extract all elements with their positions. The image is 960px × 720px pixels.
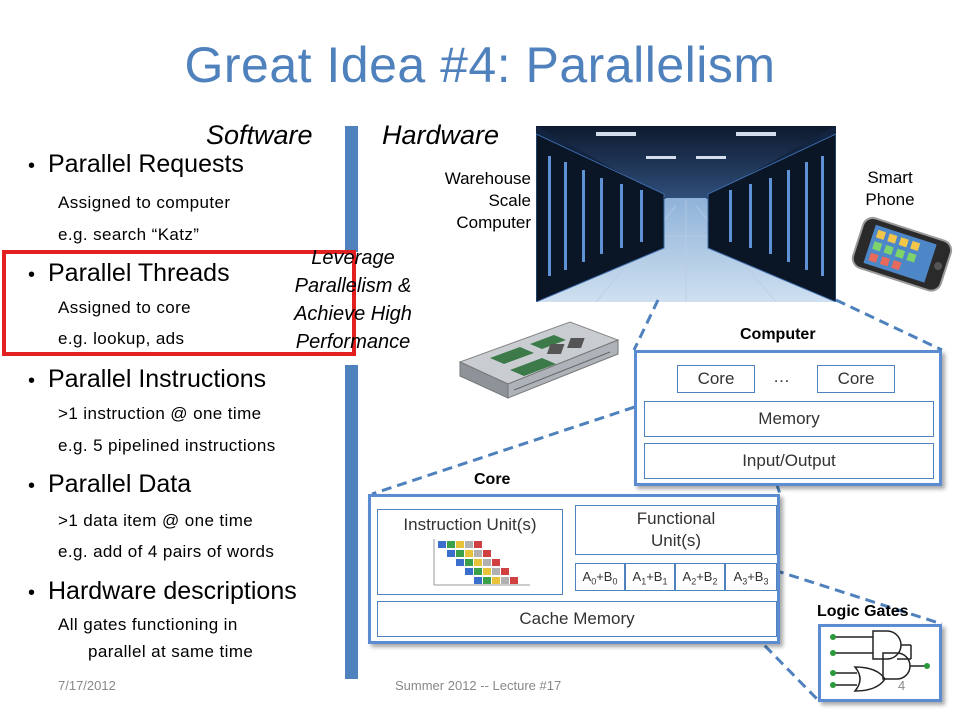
computer-title: Computer	[740, 326, 816, 343]
datacenter-image	[536, 126, 836, 302]
warehouse-label-line: Computer	[456, 213, 531, 232]
logic-gates-panel	[818, 624, 942, 702]
bullet-dot: •	[28, 370, 36, 392]
highlight-box	[2, 250, 356, 356]
functional-unit-box: Functional Unit(s)	[575, 505, 777, 555]
instruction-unit-label: Instruction Unit(s)	[403, 515, 537, 534]
adder-3: A3+B3	[725, 563, 777, 591]
adder-0: A0+B0	[575, 563, 625, 591]
leverage-caption: Leverage Parallelism & Achieve High Perf…	[270, 244, 436, 356]
leverage-line: Parallelism &	[294, 275, 412, 297]
server-image	[458, 321, 620, 399]
bullet-label: Parallel Instructions	[48, 365, 267, 393]
bullet-parallel-requests: • Parallel Requests	[28, 150, 244, 179]
logic-gates-title: Logic Gates	[817, 603, 909, 620]
functional-unit-label: Unit(s)	[650, 531, 702, 550]
smartphone-image	[851, 216, 953, 292]
functional-unit-label: Functional	[636, 509, 716, 528]
bullet-sub-text: >1 data item @ one time	[58, 511, 254, 530]
bullet-sub-text: Assigned to core	[58, 298, 192, 317]
bullet-sub-text: >1 instruction @ one time	[58, 404, 262, 423]
io-box: Input/Output	[644, 443, 934, 479]
instruction-unit-box: Instruction Unit(s)	[377, 509, 563, 595]
bullet-sub-text: e.g. add of 4 pairs of words	[58, 542, 275, 561]
bullet-dot: •	[28, 264, 36, 286]
bullet-sub-text: parallel at same time	[88, 642, 254, 661]
bullet-parallel-data: • Parallel Data	[28, 470, 191, 499]
bullet-dot: •	[28, 475, 36, 497]
bullet-sub-text: e.g. lookup, ads	[58, 329, 185, 348]
warehouse-label-line: Warehouse	[444, 169, 531, 188]
bullet-label: Parallel Requests	[48, 150, 244, 178]
core-ellipsis: …	[773, 367, 790, 386]
bullet-label: Parallel Data	[48, 470, 192, 498]
smartphone-label-line: Phone	[865, 190, 915, 209]
adder-2: A2+B2	[675, 563, 725, 591]
bullet-parallel-instructions: • Parallel Instructions	[28, 365, 266, 394]
separator-bar-top	[345, 126, 358, 252]
leverage-line: Performance	[295, 331, 411, 353]
separator-bar-bottom	[345, 365, 358, 679]
core-panel: Instruction Unit(s) Functional Unit(s) A…	[368, 494, 780, 644]
bullet-dot: •	[28, 155, 36, 177]
logic-gates-diagram	[830, 630, 930, 692]
smartphone-label-line: Smart	[867, 168, 913, 187]
smartphone-label: Smart Phone	[850, 167, 930, 211]
footer-date: 7/17/2012	[58, 678, 116, 693]
bullet-hardware-descriptions: • Hardware descriptions	[28, 577, 297, 606]
bullet-label: Hardware descriptions	[48, 577, 297, 605]
bullet-parallel-threads: • Parallel Threads	[28, 259, 230, 288]
computer-panel: Core … Core Memory Input/Output	[634, 350, 942, 486]
bullet-sub-text: Assigned to computer	[58, 193, 231, 212]
core-title: Core	[474, 471, 511, 488]
bullet-label: Parallel Threads	[48, 259, 230, 287]
bullet-sub-text: e.g. search “Katz”	[58, 225, 200, 244]
footer-course: Summer 2012 -- Lecture #17	[395, 678, 562, 693]
footer-page-number: 4	[898, 678, 906, 693]
core-box-2: Core	[817, 365, 895, 393]
bullet-dot: •	[28, 582, 36, 604]
bullet-sub-text: All gates functioning in	[58, 615, 238, 634]
software-heading: Software	[206, 120, 313, 150]
pipeline-diagram	[433, 539, 530, 586]
bullet-sub-text: e.g. 5 pipelined instructions	[58, 436, 276, 455]
memory-box: Memory	[644, 401, 934, 437]
adder-1: A1+B1	[625, 563, 675, 591]
leverage-line: Achieve High	[294, 303, 412, 325]
leverage-line: Leverage	[311, 247, 395, 269]
core-box-1: Core	[677, 365, 755, 393]
hardware-heading: Hardware	[382, 120, 500, 150]
slide-title: Great Idea #4: Parallelism	[184, 37, 776, 93]
cache-memory-box: Cache Memory	[377, 601, 777, 637]
warehouse-label: Warehouse Scale Computer	[400, 168, 531, 234]
warehouse-label-line: Scale	[488, 191, 531, 210]
